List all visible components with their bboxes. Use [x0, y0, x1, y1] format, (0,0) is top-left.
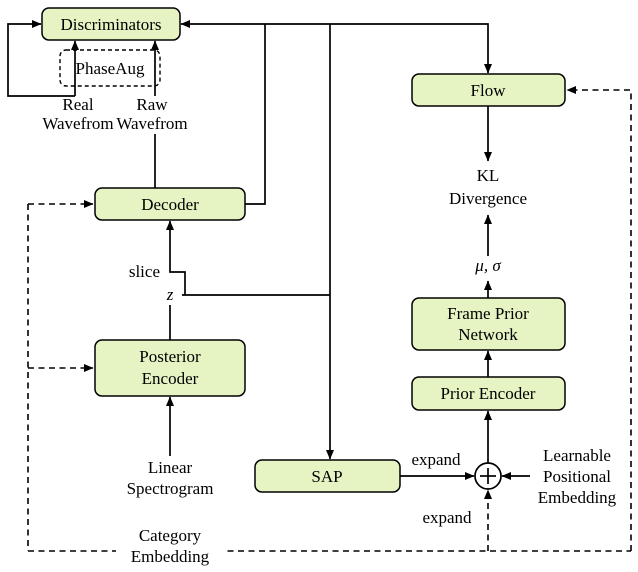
expand-category-label: expand	[422, 508, 472, 527]
prior-encoder-label: Prior Encoder	[441, 384, 536, 403]
connector-decoder-east-riser	[245, 24, 266, 205]
raw-waveform-label-line2: Wavefrom	[116, 114, 187, 133]
connector-real-bypass-to-discriminators	[7, 20, 75, 97]
linear-spectrogram-label-line2: Spectrogram	[127, 479, 214, 498]
frame-prior-network-label-line1: Frame Prior	[447, 304, 529, 323]
flow-label: Flow	[471, 81, 507, 100]
kl-divergence-label-line1: KL	[477, 166, 500, 185]
connector-slice-to-decoder	[166, 220, 186, 295]
discriminators-label: Discriminators	[60, 15, 161, 34]
learnable-positional-embedding-label-line3: Embedding	[538, 488, 617, 507]
frame-prior-network-box	[411, 297, 566, 351]
prior-encoder-box	[411, 376, 566, 411]
mu-sigma-label: μ, σ	[474, 256, 501, 275]
phaseaug-label: PhaseAug	[76, 59, 145, 78]
sap-label: SAP	[311, 467, 342, 486]
kl-divergence-label-line2: Divergence	[449, 189, 527, 208]
category-embedding-mask	[116, 524, 224, 568]
plus-circle-icon	[474, 462, 502, 490]
decoder-box	[94, 187, 246, 221]
flow-box	[411, 73, 566, 107]
real-waveform-label-line2: Wavefrom	[42, 114, 113, 133]
category-embedding-label-line1: Category	[139, 526, 202, 545]
slice-label: slice	[129, 262, 160, 281]
posterior-encoder-label-line2: Encoder	[142, 369, 199, 388]
expand-sap-label: expand	[411, 450, 461, 469]
learnable-positional-embedding-label-line2: Positional	[543, 467, 611, 486]
frame-prior-network-label-line2: Network	[458, 325, 518, 344]
sap-box	[254, 459, 401, 493]
category-embedding-label-line2: Embedding	[131, 547, 210, 566]
learnable-positional-embedding-label-line1: Learnable	[543, 446, 611, 465]
linear-spectrogram-label-line1: Linear	[148, 458, 193, 477]
posterior-encoder-label-line1: Posterior	[139, 347, 201, 366]
decoder-label: Decoder	[141, 195, 199, 214]
discriminators-box	[41, 7, 181, 41]
phaseaug-box	[59, 49, 161, 87]
raw-waveform-label-line1: Raw	[136, 95, 168, 114]
z-label: z	[166, 285, 174, 304]
connector-topline-to-flow	[265, 23, 492, 74]
posterior-encoder-box	[94, 339, 246, 397]
real-waveform-label-line1: Real	[62, 95, 93, 114]
